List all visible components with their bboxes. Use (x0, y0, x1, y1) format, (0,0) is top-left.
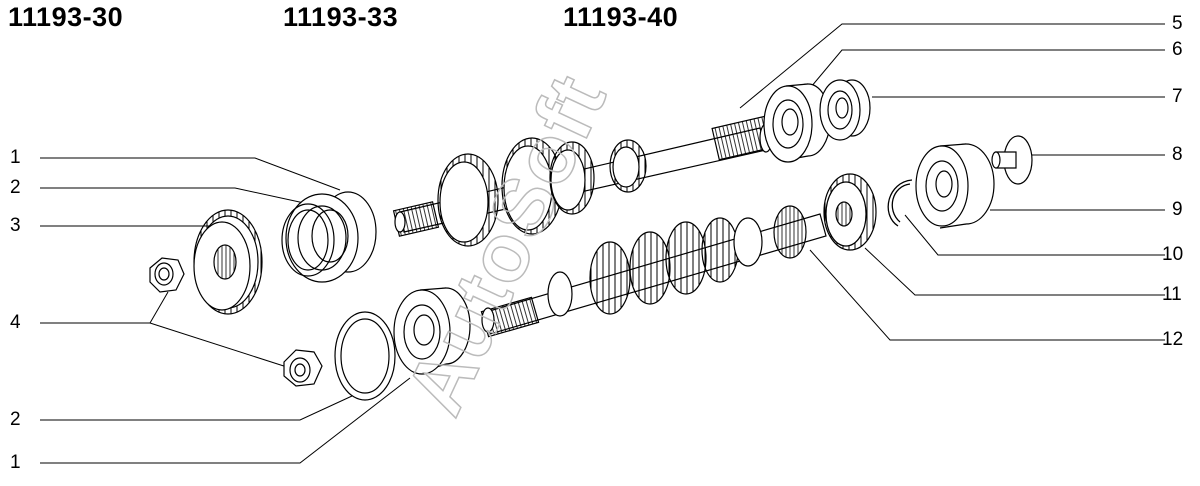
watermark: AutoSoft (389, 61, 625, 428)
callout-right-8: 8 (1172, 144, 1183, 165)
callout-right-6: 6 (1172, 39, 1183, 60)
callout-right-12: 12 (1162, 329, 1184, 350)
callout-left-2-top: 2 (10, 177, 21, 198)
nut-lower (284, 350, 322, 386)
callout-right-5: 5 (1172, 13, 1183, 34)
model-code-2: 11193-33 (283, 2, 399, 32)
leader-line-4 (40, 291, 169, 324)
callout-right-11: 11 (1162, 284, 1182, 305)
leader-line-1-bottom (40, 377, 411, 464)
leader-line-1-top (40, 157, 341, 191)
model-code-1: 11193-30 (8, 2, 124, 32)
circlip-10 (888, 180, 912, 226)
nut-upper (150, 258, 184, 292)
input-shaft (394, 116, 773, 246)
callout-left-2-bottom: 2 (10, 409, 21, 430)
bearing-6 (764, 84, 830, 162)
snap-ring-top (282, 204, 334, 276)
leader-line-11 (864, 247, 1165, 296)
leader-line-2-top (40, 187, 319, 207)
callout-left-3: 3 (10, 215, 21, 236)
model-code-3: 11193-40 (563, 2, 679, 32)
plug-8 (992, 136, 1032, 184)
leader-line-10 (904, 214, 1165, 256)
leader-line-5 (739, 23, 1165, 109)
callout-left-1-top: 1 (10, 147, 21, 168)
leader-line-12 (809, 249, 1165, 341)
callout-left-4: 4 (10, 312, 21, 333)
bearing-9 (916, 144, 994, 228)
callout-right-10: 10 (1162, 244, 1184, 265)
output-shaft (481, 206, 826, 337)
gear-11 (824, 174, 876, 250)
bearing-bottom (394, 288, 470, 374)
leader-lines (40, 23, 1165, 464)
callout-right-9: 9 (1172, 199, 1183, 220)
bearing-7 (820, 80, 870, 140)
callout-right-7: 7 (1172, 86, 1183, 107)
gear-3 (194, 210, 262, 314)
snap-ring-bottom (335, 312, 395, 400)
bearing-outer-ring-top (286, 192, 376, 282)
leader-line-2-bottom (40, 395, 353, 421)
callout-left-1-bottom: 1 (10, 452, 21, 473)
leader-line-4b (149, 322, 291, 369)
